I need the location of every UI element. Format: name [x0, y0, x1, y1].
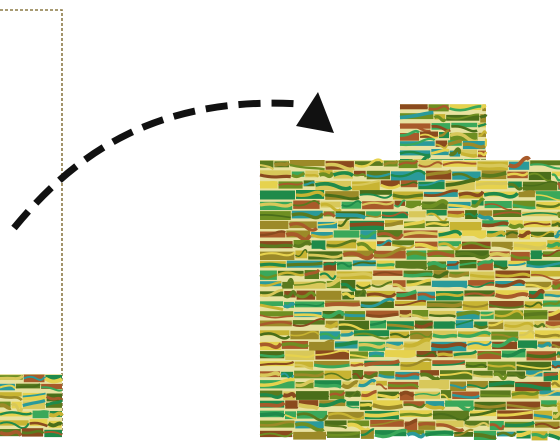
pile-strand	[283, 394, 295, 398]
pile-strand	[477, 165, 508, 167]
pile-strand	[552, 285, 560, 287]
pile-strand	[360, 405, 372, 407]
pile-strand	[260, 245, 293, 246]
pile-strand	[418, 423, 435, 425]
pile-strand	[545, 295, 560, 296]
pile-strand	[350, 224, 384, 225]
pile-strand	[541, 405, 557, 406]
pile-strand	[260, 355, 284, 357]
pile-strand	[544, 373, 558, 375]
pile-strand	[260, 414, 284, 416]
pile-strand	[393, 195, 423, 197]
pile-strand	[404, 274, 433, 276]
pile-strand	[407, 253, 427, 255]
pile-strand	[431, 344, 466, 346]
pile-strand	[476, 183, 507, 185]
pile-strand	[429, 315, 455, 317]
pile-strand	[260, 264, 286, 265]
pile-strand	[315, 385, 342, 387]
pile-strand	[427, 304, 462, 306]
pile-strand	[287, 263, 323, 265]
pile-strand	[438, 354, 453, 355]
arrow-head	[296, 92, 334, 133]
left-container-box	[0, 10, 62, 434]
pile-strand	[400, 414, 432, 416]
pile-strand	[535, 335, 560, 337]
pile-strand	[480, 395, 511, 396]
pile-strand	[274, 163, 289, 165]
pile-strand	[509, 225, 523, 228]
pile-strand	[433, 335, 457, 337]
pile-strand	[490, 254, 510, 255]
pile-strand	[432, 285, 467, 287]
pile-strand	[377, 265, 395, 266]
pile-fragment	[346, 401, 359, 406]
pile-strand	[524, 314, 548, 315]
pile-strand	[319, 173, 332, 177]
right-stacked-pile	[260, 158, 560, 441]
pile-strand	[50, 413, 62, 415]
pile-strand	[385, 354, 416, 356]
pile-strand	[345, 315, 366, 316]
arrow-shaft	[14, 103, 300, 228]
pile-strand	[337, 274, 373, 276]
pile-strand	[260, 373, 280, 375]
pile-strand	[351, 364, 364, 365]
pile-strand	[49, 423, 62, 425]
pile-strand	[547, 244, 560, 247]
pile-strand	[325, 304, 360, 305]
pile-strand	[386, 345, 403, 348]
left-stacked-pile	[0, 374, 62, 437]
top-small-block	[400, 104, 486, 167]
pile-strand	[531, 253, 542, 256]
